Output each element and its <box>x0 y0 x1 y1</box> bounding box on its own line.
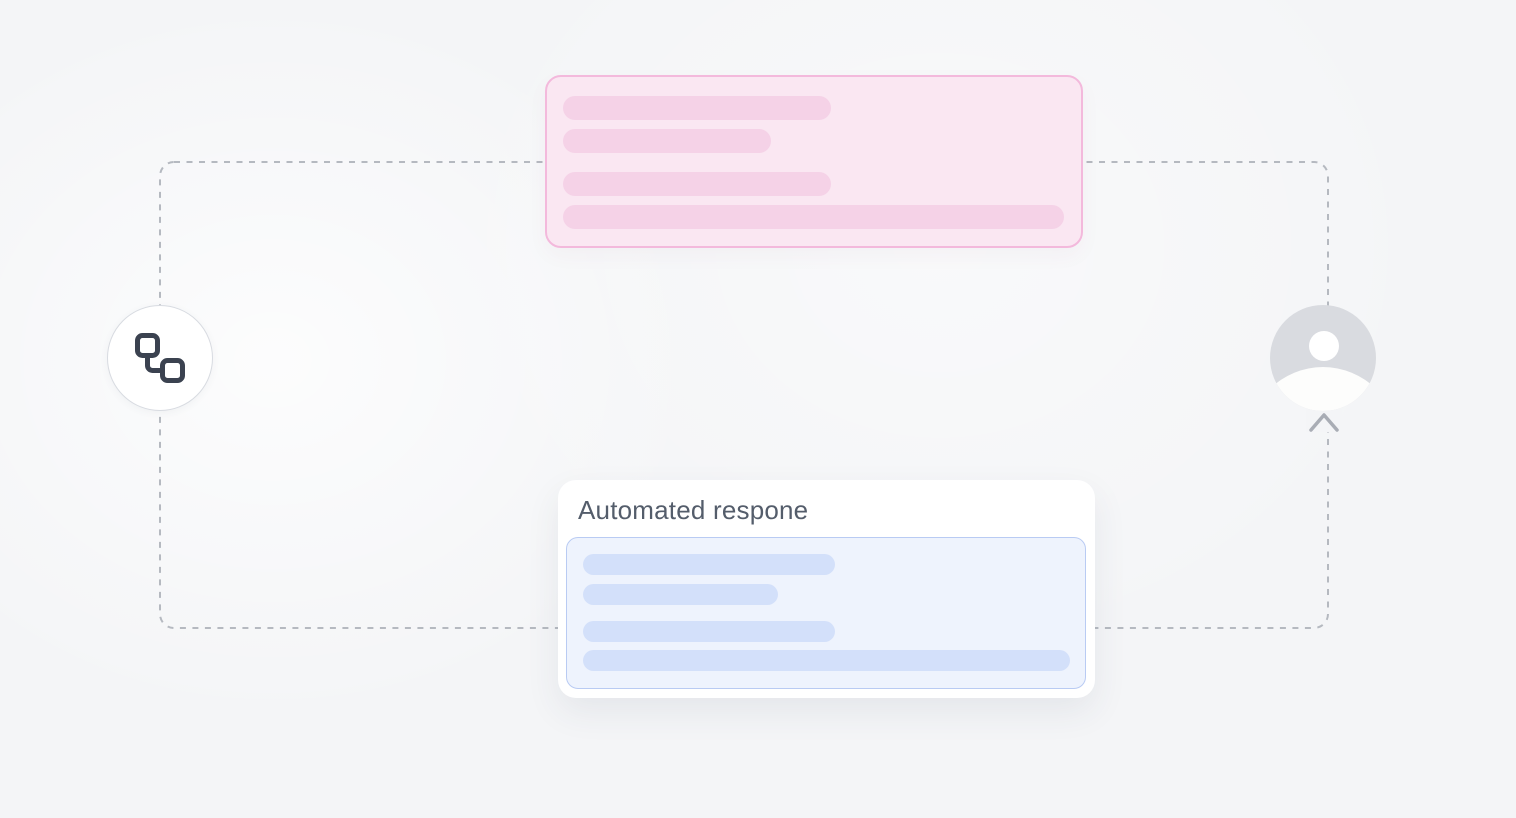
incoming-message-card <box>545 75 1083 248</box>
skeleton-bar <box>563 129 771 153</box>
response-message-skeleton <box>566 537 1086 689</box>
avatar-body-shape <box>1270 367 1376 411</box>
skeleton-bar <box>563 96 831 120</box>
response-card-title: Automated respone <box>578 495 809 525</box>
automated-response-card: Automated respone <box>558 480 1095 698</box>
skeleton-bar <box>583 650 1070 671</box>
skeleton-bar <box>583 584 778 605</box>
skeleton-bar <box>583 554 835 575</box>
skeleton-bar <box>563 205 1064 229</box>
chevron-up-icon <box>1309 413 1339 432</box>
workflow-node <box>107 305 213 411</box>
workflow-icon <box>135 333 185 383</box>
skeleton-bar <box>583 621 835 642</box>
avatar-head-shape <box>1309 331 1339 361</box>
skeleton-bar <box>563 172 831 196</box>
user-avatar-icon <box>1270 305 1376 411</box>
